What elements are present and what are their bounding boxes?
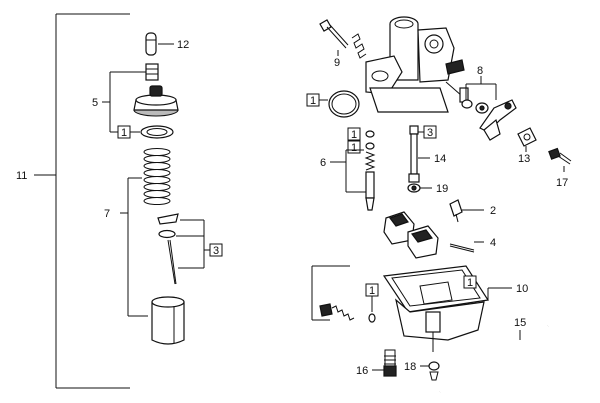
box-1-gasket-label: 1 <box>467 277 473 289</box>
part-4-float-pin-edge <box>449 245 475 253</box>
drain-o-ring <box>368 313 376 323</box>
label-18: 18 <box>404 361 416 373</box>
bracket-8 <box>465 76 497 100</box>
part-12-screw <box>145 32 157 56</box>
label-11: 11 <box>16 170 27 182</box>
label-15: 15 <box>514 317 526 329</box>
bracket-11 <box>34 13 130 389</box>
jet-needle-edge <box>169 239 177 285</box>
box-1-a <box>347 127 361 141</box>
part-9-screw <box>319 19 349 49</box>
part-16-screw <box>383 349 397 377</box>
part-14-needle-jet <box>408 125 420 183</box>
carburetor-body <box>365 16 469 113</box>
part-19-main-jet <box>407 183 421 193</box>
bracket-3-left <box>176 219 210 269</box>
o-ring <box>328 90 360 118</box>
part-9-spring <box>351 33 367 59</box>
part-2-float-valve <box>449 199 463 223</box>
needle-clip <box>158 229 176 239</box>
bracket-10 <box>311 265 512 321</box>
label-7: 7 <box>104 208 110 220</box>
gasket-ring-inner <box>146 128 168 136</box>
bracket-5 <box>102 71 146 133</box>
box-3-left-label: 3 <box>213 245 219 257</box>
o-ring-inner <box>331 93 357 115</box>
label-5: 5 <box>92 97 98 109</box>
part-17-screw <box>548 147 572 165</box>
part-10-float-chamber <box>382 265 490 352</box>
adjuster-nut <box>145 63 159 81</box>
label-13: 13 <box>518 153 530 165</box>
drain-screw <box>319 303 355 321</box>
part-13-clamp <box>517 127 537 147</box>
box-1-a-label: 1 <box>351 129 357 141</box>
jet-needle <box>167 239 176 285</box>
label-9: 9 <box>334 57 340 69</box>
part-15-drain-hose <box>438 324 550 395</box>
label-8: 8 <box>477 65 483 77</box>
box-1-drain-label: 1 <box>369 285 375 297</box>
part-4-float-pin <box>449 243 475 251</box>
part-18-clip <box>428 361 440 381</box>
label-2: 2 <box>490 205 496 217</box>
gasket-ring <box>140 125 174 139</box>
box-1-gasket <box>463 275 477 289</box>
label-12: 12 <box>177 39 189 51</box>
label-4: 4 <box>490 237 496 249</box>
part-5-top-cap <box>133 85 179 117</box>
box-3-right-label: 3 <box>427 127 433 139</box>
box-1-oring-label: 1 <box>310 95 316 107</box>
needle-retainer <box>157 213 179 225</box>
part-8-washers <box>461 99 489 114</box>
label-14: 14 <box>434 153 446 165</box>
label-16: 16 <box>356 365 368 377</box>
label-10: 10 <box>516 283 528 295</box>
part-8-lever <box>479 99 517 141</box>
throttle-slide <box>151 296 185 345</box>
float <box>383 211 439 259</box>
label-19: 19 <box>436 183 448 195</box>
bracket-7 <box>120 177 148 317</box>
box-3-left <box>209 243 223 257</box>
box-1-left-label: 1 <box>121 127 127 139</box>
bracket-6 <box>345 149 366 193</box>
slide-spring <box>143 148 171 205</box>
part-6-pilot-screw <box>364 130 376 211</box>
label-17: 17 <box>556 177 568 189</box>
box-1-b-label: 1 <box>351 142 357 154</box>
label-6: 6 <box>320 157 326 169</box>
